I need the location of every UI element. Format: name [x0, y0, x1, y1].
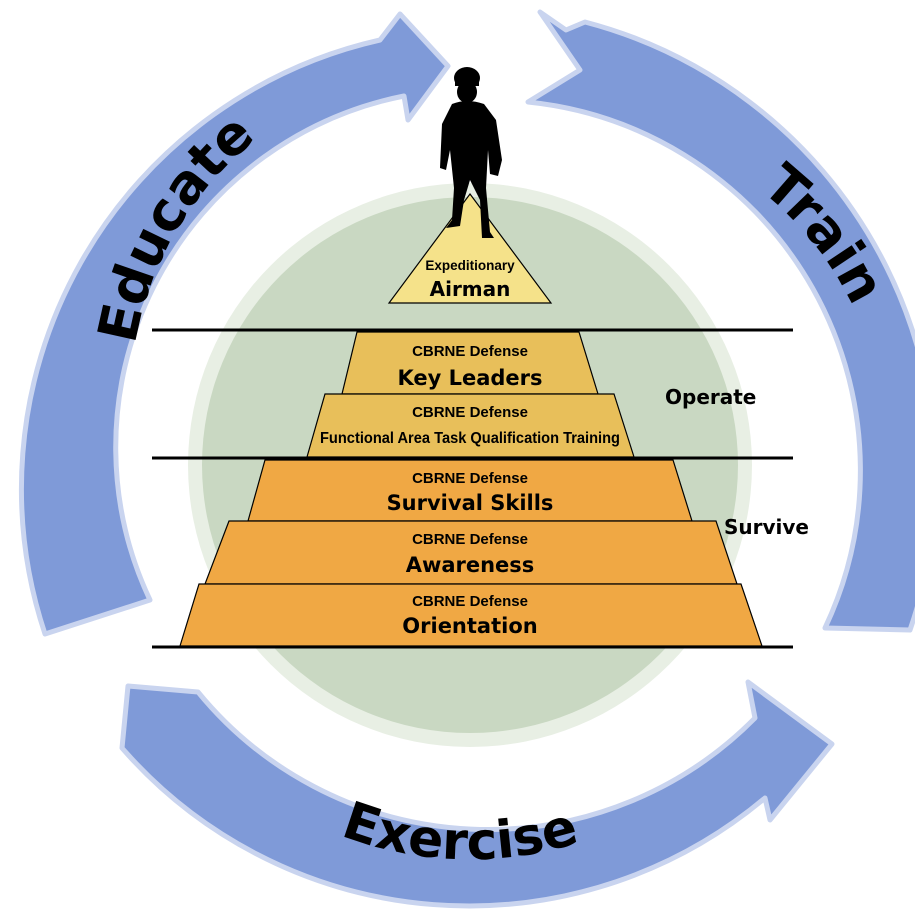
exercise-arrow	[119, 679, 835, 909]
pyramid	[179, 192, 763, 647]
fatqt-main-label: Functional Area Task Qualification Train…	[320, 430, 620, 447]
operate-label: Operate	[665, 385, 756, 409]
survive-label: Survive	[724, 515, 809, 539]
train-arrow	[525, 9, 915, 633]
key-leaders-main-label: Key Leaders	[397, 366, 542, 390]
soldier-silhouette-icon	[440, 67, 502, 238]
survival-main-label: Survival Skills	[387, 491, 554, 515]
fatqt-sub-label: CBRNE Defense	[412, 404, 528, 421]
airman-sub-label: Expeditionary	[425, 258, 515, 273]
survival-sub-label: CBRNE Defense	[412, 470, 528, 487]
awareness-sub-label: CBRNE Defense	[412, 531, 528, 548]
cycle-arrows	[18, 9, 915, 909]
orientation-main-label: Orientation	[402, 614, 537, 638]
awareness-main-label: Awareness	[406, 553, 535, 577]
airman-main-label: Airman	[430, 277, 511, 301]
key-leaders-sub-label: CBRNE Defense	[412, 343, 528, 360]
tier-airman	[387, 192, 553, 304]
orientation-sub-label: CBRNE Defense	[412, 593, 528, 610]
educate-arrow	[18, 11, 451, 637]
